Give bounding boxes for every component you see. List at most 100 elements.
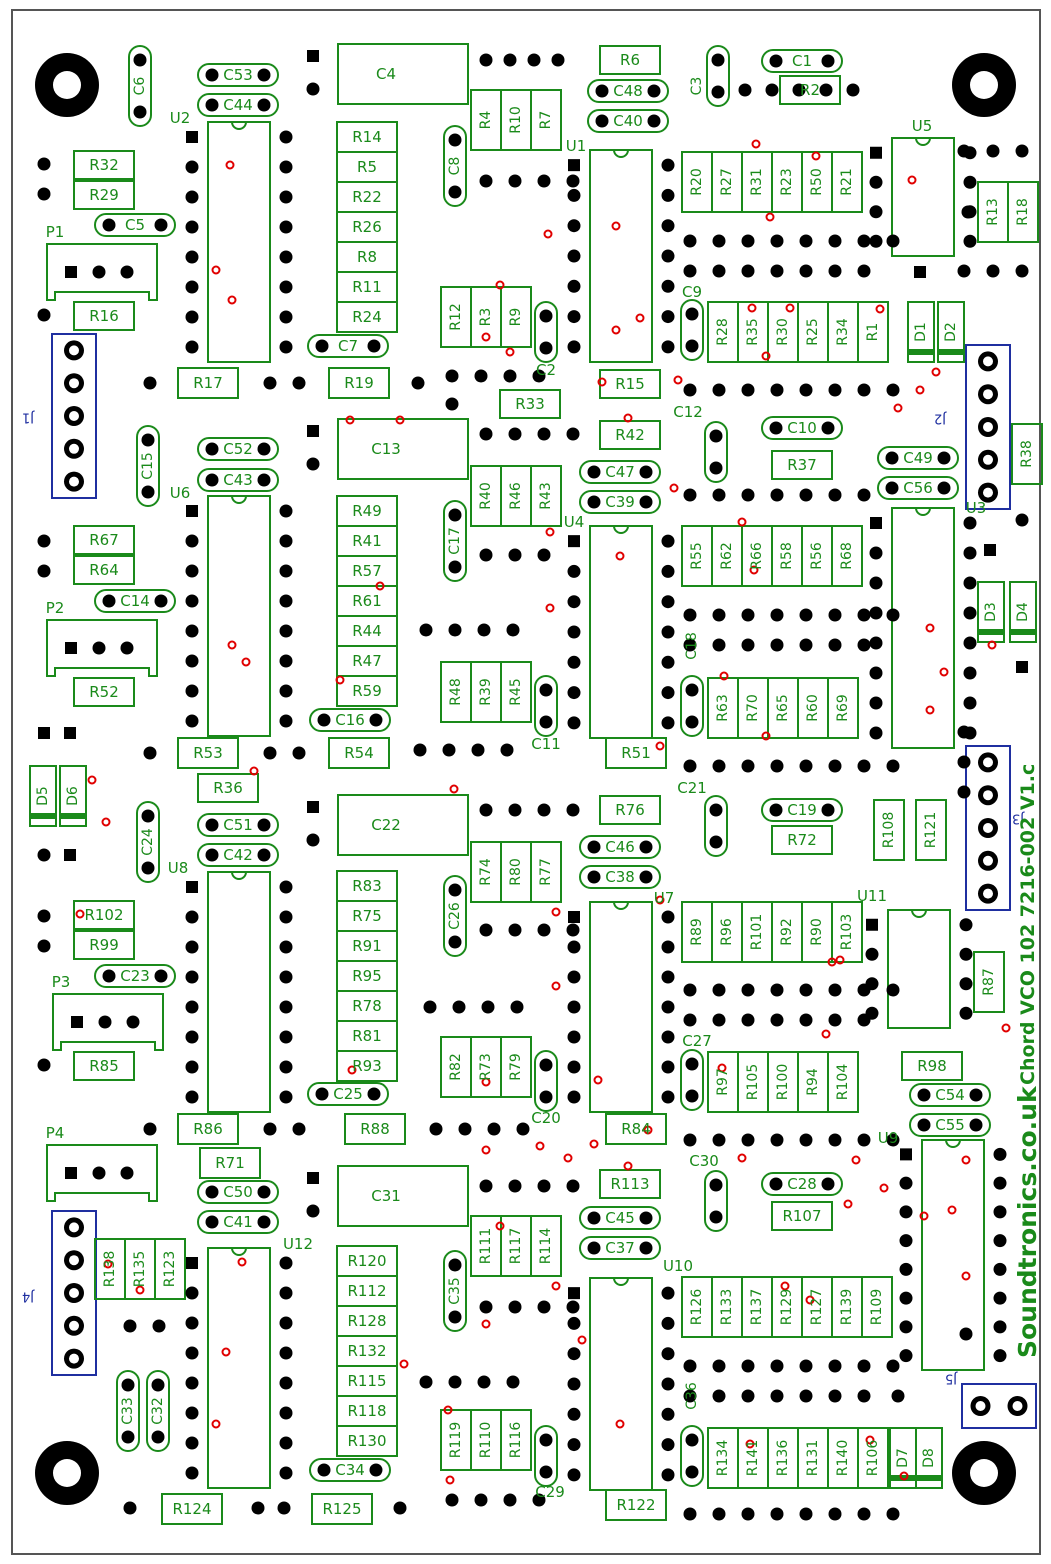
pad <box>205 818 219 832</box>
pad <box>869 576 883 590</box>
component-outline <box>1007 181 1039 243</box>
pad <box>279 310 293 324</box>
via <box>745 1439 755 1449</box>
pad <box>709 429 723 443</box>
pad <box>712 488 726 502</box>
component-outline <box>605 1113 667 1145</box>
pad <box>661 310 675 324</box>
pad <box>957 755 971 769</box>
capacitor-outline <box>761 416 843 440</box>
pad <box>279 1436 293 1450</box>
pad <box>821 54 835 68</box>
component-label: R58 <box>779 542 795 570</box>
pad <box>185 714 199 728</box>
pad <box>448 883 462 897</box>
component-label: C2 <box>536 361 556 379</box>
via <box>87 775 97 785</box>
pad <box>423 1000 437 1014</box>
pad <box>279 1030 293 1044</box>
pad <box>185 1090 199 1104</box>
pad <box>279 1060 293 1074</box>
board-outline <box>11 9 1041 1555</box>
capacitor-outline <box>443 1250 467 1332</box>
pad <box>959 1006 973 1020</box>
component-label: R109 <box>869 1289 885 1325</box>
pad <box>551 53 565 67</box>
capacitor-outline <box>704 421 728 483</box>
pad <box>685 339 699 353</box>
component-label: C42 <box>223 846 253 864</box>
pad <box>479 548 493 562</box>
component-label: C32 <box>150 1397 166 1425</box>
pad <box>869 234 883 248</box>
component-label: R92 <box>779 918 795 946</box>
via <box>961 1271 971 1281</box>
pad <box>508 427 522 441</box>
pad-square <box>65 642 77 654</box>
via <box>827 957 837 967</box>
pad <box>799 1013 813 1027</box>
component-label: U8 <box>168 859 189 877</box>
component-outline <box>336 675 398 707</box>
pad <box>661 188 675 202</box>
pad <box>770 264 784 278</box>
pad <box>279 190 293 204</box>
component-label: R91 <box>352 937 382 955</box>
capacitor-outline <box>877 476 959 500</box>
pad <box>567 188 581 202</box>
pad <box>567 1407 581 1421</box>
pad <box>317 1463 331 1477</box>
pad <box>257 98 271 112</box>
via <box>899 1471 909 1481</box>
component-outline <box>827 677 859 739</box>
jack-pin-hole <box>69 443 79 454</box>
component-label: C33 <box>120 1397 136 1425</box>
component-label: R67 <box>89 531 119 549</box>
component-label: R27 <box>719 168 735 196</box>
diode-outline <box>29 765 57 827</box>
pad <box>869 205 883 219</box>
pad <box>185 1346 199 1360</box>
diode-outline <box>907 301 935 363</box>
pad <box>963 606 977 620</box>
mounting-holes <box>35 53 1016 1505</box>
pad <box>567 1000 581 1014</box>
pad <box>133 53 147 67</box>
ic-notch <box>945 1139 961 1148</box>
jack-pin-hole <box>1012 1401 1023 1411</box>
pad <box>899 1349 913 1363</box>
component-label: D3 <box>983 602 999 622</box>
pad <box>799 234 813 248</box>
pad <box>587 1241 601 1255</box>
pad <box>963 175 977 189</box>
capacitor-outline <box>579 490 661 514</box>
component-label: R125 <box>322 1500 361 1518</box>
pad <box>448 133 462 147</box>
component-label: U3 <box>966 499 987 517</box>
pad <box>315 339 329 353</box>
component-outline <box>831 901 863 963</box>
mounting-hole-center <box>970 71 998 99</box>
pad <box>369 713 383 727</box>
capacitor-outline <box>909 1083 991 1107</box>
pad <box>799 983 813 997</box>
component-label: C23 <box>120 967 150 985</box>
pad <box>869 636 883 650</box>
pad <box>712 1359 726 1373</box>
pad <box>185 1000 199 1014</box>
pad <box>661 910 675 924</box>
capacitor-outline <box>534 301 558 363</box>
component-label: R135 <box>132 1251 148 1287</box>
pad <box>857 1133 871 1147</box>
component-label: C49 <box>903 449 933 467</box>
pad <box>587 870 601 884</box>
component-label: R89 <box>689 918 705 946</box>
component-outline <box>499 389 561 419</box>
capacitor-outline <box>534 1050 558 1112</box>
component-label: D2 <box>943 322 959 342</box>
pad <box>306 82 320 96</box>
via <box>347 1065 357 1075</box>
pad <box>279 220 293 234</box>
component-label: R16 <box>89 307 119 325</box>
jack-pin-hole <box>983 454 993 465</box>
